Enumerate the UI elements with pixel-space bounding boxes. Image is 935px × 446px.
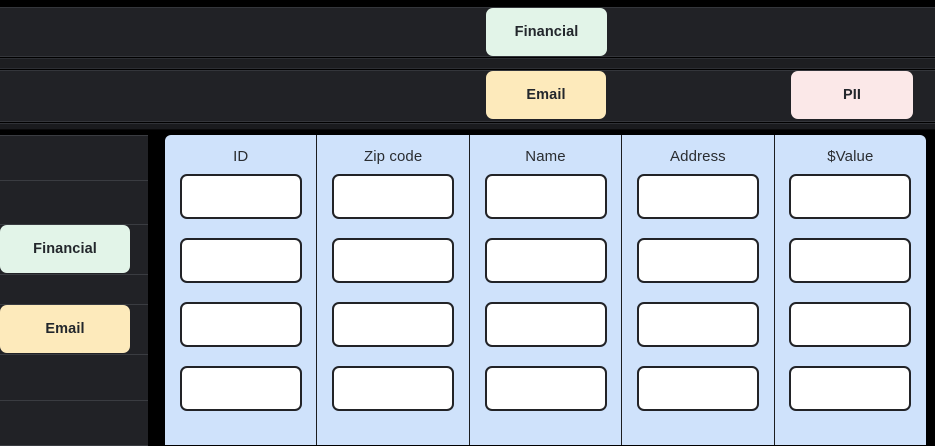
tag-chip-financial[interactable]: Financial — [486, 8, 607, 56]
table-cell[interactable] — [332, 174, 455, 219]
sidebar-row-divider — [0, 354, 148, 355]
table-column: $Value — [775, 135, 926, 445]
sidebar-row-divider — [0, 274, 148, 275]
table-cell[interactable] — [332, 238, 455, 283]
table-cell[interactable] — [789, 366, 912, 411]
table-cell[interactable] — [332, 302, 455, 347]
column-header: ID — [233, 148, 249, 165]
table-column: ID — [165, 135, 318, 445]
table-cell[interactable] — [484, 302, 607, 347]
column-header: Name — [525, 148, 566, 165]
data-table: ID Zip code Name Address $Value — [165, 135, 926, 445]
table-cell[interactable] — [789, 174, 912, 219]
tag-chip-email[interactable]: Email — [0, 305, 130, 353]
table-cell[interactable] — [179, 302, 302, 347]
table-cell[interactable] — [636, 238, 759, 283]
tag-label: Financial — [514, 24, 579, 40]
tag-label: Financial — [33, 241, 97, 257]
table-cell[interactable] — [789, 238, 912, 283]
table-cell[interactable] — [636, 302, 759, 347]
sidebar-row-divider — [0, 224, 148, 225]
tag-label: PII — [842, 87, 862, 103]
table-column: Name — [470, 135, 623, 445]
sidebar-row-divider — [0, 400, 148, 401]
tag-chip-email[interactable]: Email — [486, 71, 606, 119]
table-cell[interactable] — [484, 174, 607, 219]
table-column: Address — [622, 135, 775, 445]
sidebar-row-divider — [0, 304, 148, 305]
top-tag-bands: Financial Email PII — [0, 0, 935, 131]
tag-label: Email — [526, 87, 566, 103]
table-cell[interactable] — [179, 366, 302, 411]
column-header: Zip code — [363, 148, 423, 165]
table-cell[interactable] — [484, 238, 607, 283]
table-cell[interactable] — [636, 366, 759, 411]
tag-label: Email — [45, 321, 85, 337]
table-cell[interactable] — [484, 366, 607, 411]
tag-chip-financial[interactable]: Financial — [0, 225, 130, 273]
table-cell[interactable] — [179, 174, 302, 219]
table-column: Zip code — [317, 135, 470, 445]
column-header: Address — [670, 148, 726, 165]
sidebar-row-divider — [0, 180, 148, 181]
table-cell[interactable] — [636, 174, 759, 219]
tag-band-row-2: Email PII — [0, 70, 935, 122]
table-cell[interactable] — [179, 238, 302, 283]
tag-chip-pii[interactable]: PII — [791, 71, 913, 119]
column-header: $Value — [827, 148, 874, 165]
tag-band-row-3 — [0, 123, 935, 130]
tag-band-row-1: Financial — [0, 7, 935, 57]
table-cell[interactable] — [332, 366, 455, 411]
table-cell[interactable] — [789, 302, 912, 347]
tag-band-divider — [0, 58, 935, 69]
